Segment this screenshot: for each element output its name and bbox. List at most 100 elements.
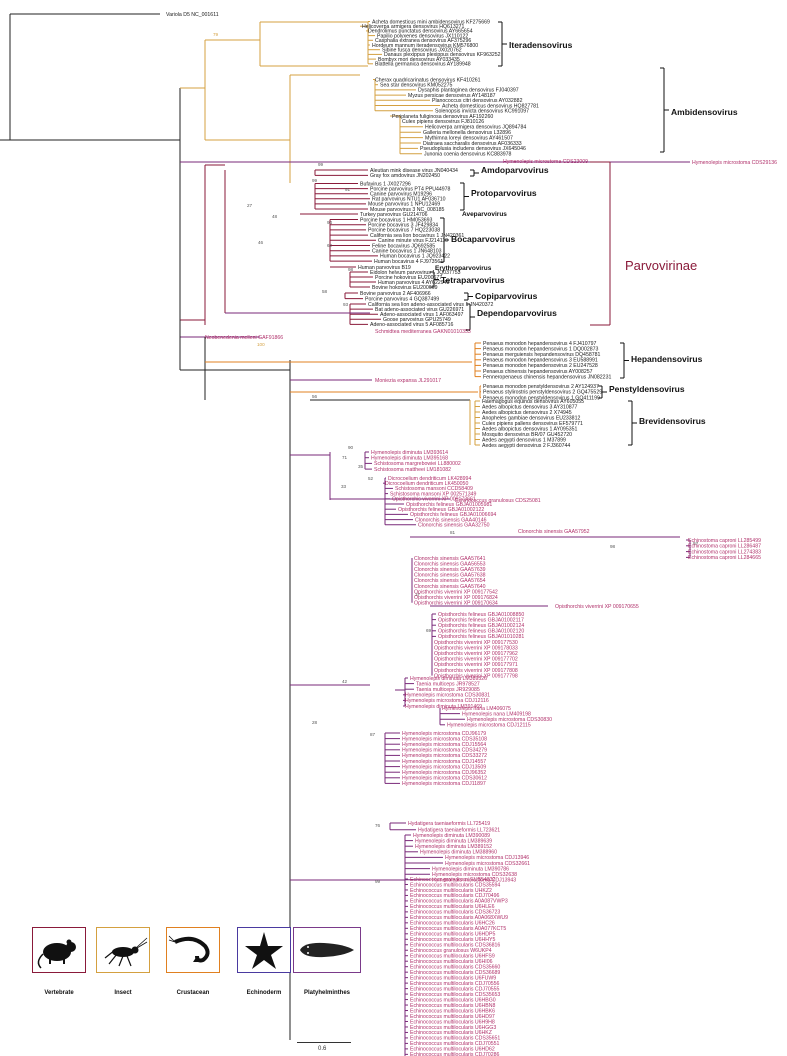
leaf-label: Hymenolepis microstoma CDS33272 (402, 753, 487, 759)
leaf-label: Penaeus monodon hepandensovirus 2 EU2475… (483, 363, 598, 369)
leaf-label: Penaeus monodon penstyldensovirus 2 AY12… (483, 384, 599, 390)
leaf-label: Canine bocavirus 1 JN648103 (372, 249, 442, 255)
leaf-label: Clonorchis sinensis GAA57640 (414, 584, 486, 590)
leaf-label: Sibine fusca densovirus JX020762 (382, 48, 462, 54)
leaf-label: Opisthorchis felineus GBJA01002124 (438, 623, 524, 629)
leaf-label: Echinococcus multilocularis CDS36689 (410, 970, 500, 976)
legend-label-echinoderm: Echinoderm (246, 990, 282, 996)
leaf-label: Dicrocoelium dendriticum LK450050 (385, 481, 468, 487)
leaf-label: Hymenolepis diminuta LM390786 (432, 866, 509, 872)
leaf-label: Opisthorchis felineus GBJA01006694 (410, 512, 496, 518)
rat-icon (37, 939, 76, 969)
leaf-label: Clonorchis sinensis GAA57641 (414, 556, 486, 562)
leaf-label: Hymenolepis microstoma CDS30830 (467, 717, 552, 723)
leaf-label: Gray fox amdovirus JN202450 (370, 173, 440, 179)
leaf-label: Echinococcus multilocularis U6HHY5 (410, 937, 495, 943)
leaf-label: Opisthorchis viverrini XP 009176824 (414, 595, 498, 601)
legend-label-insect: Insect (114, 990, 132, 996)
leaf-label: Opisthorchis felineus GBJA01002120 (438, 629, 524, 635)
leaf-label: Hymenolepis diminuta LM393614 (371, 450, 448, 456)
iteradensovirus-label: Iteradensovirus (509, 40, 573, 50)
bootstrap-label: 27 (247, 203, 253, 208)
hepandensovirus-label: Hepandensovirus (631, 354, 703, 364)
leaf-label: Schmidtea mediterranea GAKN01010353 (375, 329, 471, 335)
leaf-label: Hymenolepis microstoma CDS32638 (432, 872, 517, 878)
leaf-label: Echinococcus multilocularis U6HBN8 (410, 1003, 495, 1009)
leaf-label: Echinococcus multilocularis U6HLE6 (410, 904, 495, 910)
leaf-label: Hymenolepis diminuta LM389152 (415, 844, 492, 850)
leaf-label: Echinococcus multilocularis CDS36723 (410, 910, 500, 916)
leaf-label: Adeno-associated virus 1 AF063497 (380, 312, 463, 318)
leaf-label: Opisthorchis viverrini XP 009173661 (392, 497, 476, 503)
leaf-label: Pseudoplusia includens densovirus JX6450… (420, 146, 526, 152)
leaf-label: Echinococcus multilocularis U6HD62 (410, 1047, 495, 1053)
leaf-label: Echinococcus multilocularis U6H9H8 (410, 1019, 495, 1025)
leaf-label: Anopheles gambiae densovirus EU233812 (482, 415, 580, 421)
erythroparvovirus-label: Erythroparvovirus (435, 265, 492, 272)
bootstrap-label: 81 (450, 530, 456, 535)
leaf-label: Opisthorchis viverrini XP 009170655 (555, 604, 639, 610)
leaf-label: Acheta domesticus densovirus HQ827781 (442, 103, 539, 109)
leaf-label: Hymenolepis nana LM406075 (442, 706, 511, 712)
leaf-label: Penaeus monodon penstyldensovirus 1 GQ41… (483, 395, 600, 401)
leaf-label: Clonorchis sinensis GAA57952 (518, 529, 590, 535)
leaf-label: Penaeus chinensis hepandensovirus AY0082… (483, 369, 593, 375)
leaf-label: Hymenolepis microstoma CDS23009 (503, 159, 588, 165)
bootstrap-label: 99 (375, 879, 381, 884)
leaf-label: Schistosoma margrebowiei LL880002 (374, 461, 461, 467)
leaf-label: Hymenolepis microstoma CDJ13943 (432, 878, 516, 884)
leaf-label: Myzus persicae densovirus AY148187 (408, 93, 496, 99)
bootstrap-label: 87 (370, 732, 376, 737)
bootstrap-label: 99 (318, 162, 324, 167)
leaf-label: Hymenolepis microstoma CDJ12115 (447, 723, 531, 729)
leaf-label: Echinococcus multilocularis CDJ70555 (410, 986, 499, 992)
leaf-label: Canine parvovirus M19296 (370, 192, 432, 198)
leaf-label: Echinococcus multilocularis U6HD97 (410, 1014, 495, 1020)
leaf-label: Penaeus monodon hepandensovirus 3 EU5889… (483, 358, 598, 364)
leaf-label: Echinococcus multilocularis UHKZ2 (410, 888, 492, 894)
leaf-label: Opisthorchis viverrini XP 009177971 (434, 662, 518, 668)
leaf-label: Porcine parvovirus 4 GQ387499 (365, 296, 439, 302)
penstyldensovirus-label: Penstyldensovirus (609, 384, 685, 394)
leaf-label: Hymenolepis microstoma CDS32661 (445, 861, 530, 867)
leaf-label: Hymenolepis microstoma CDS35108 (402, 736, 487, 742)
leaf-label: Aedes aegypti densovirus 1 M37899 (482, 437, 566, 443)
leaf-label: Dendrolimus punctatus densovirus AY66565… (368, 29, 473, 35)
bootstrap-label: 58 (322, 289, 328, 294)
legend-crustacean (166, 927, 220, 973)
leaf-label: Penaeus stylirostris penstyldensovirus 2… (483, 390, 602, 396)
leaf-label: Variola D5 NC_001611 (166, 12, 219, 18)
leaf-label: Echinococcus multilocularis U6HBG0 (410, 997, 496, 1003)
leaf-label: Echinococcus multilocularis CDS35653 (410, 992, 500, 998)
leaf-label: Hydatigera taeniaeformis LL725419 (408, 821, 490, 827)
legend-echinoderm (237, 927, 291, 973)
leaf-label: Echinococcus multilocularis A0A068XWU9 (410, 915, 508, 921)
leaf-label: Human bocavirus 4 FJ973561 (374, 259, 443, 265)
leaf-label: Galleria mellonella densovirus L32896 (423, 130, 511, 136)
bootstrap-label: 91 (345, 187, 351, 192)
leaf-label: Bovine parvovirus 2 AF406966 (360, 291, 431, 297)
leaf-label: Hymenolepis microstoma CDS30831 (405, 693, 490, 699)
leaf-label: Opisthorchis viverrini XP 009177530 (434, 640, 518, 646)
leaf-label: Turkey parvovirus GU214706 (360, 212, 428, 218)
leaf-label: Canine minute virus FJ214110 (378, 238, 448, 244)
leaf-label: Echinococcus multilocularis CDJ70286 (410, 1052, 499, 1056)
leaf-label: Opisthorchis viverrini XP 009177808 (434, 668, 518, 674)
protoparvovirus-label: Protoparvovirus (471, 188, 537, 198)
leaf-label: Aedes albopictus densovirus 1 AY095351 (482, 426, 577, 432)
leaf-label: Opisthorchis felineus GBJA01002122 (398, 507, 484, 513)
tetraparvovirus-label: Tetraparvovirus (441, 275, 505, 285)
leaf-label: Feline bocavirus JQ692585 (372, 243, 435, 249)
leaf-label: Hymenolepis diminuta LM390089 (413, 833, 490, 839)
leaf-label: Hymenolepis microstoma CDS34279 (402, 748, 487, 754)
leaf-label: Opisthorchis felineus GBJA01010281 (438, 634, 524, 640)
leaf-label: Hymenolepis microstoma CDJ13946 (445, 855, 529, 861)
leaf-label: Echinostoma caproni LL274383 (688, 549, 761, 555)
bootstrap-label: 37 (415, 592, 421, 597)
leaf-label: Hymenolepis microstoma CDJ12116 (405, 698, 489, 704)
leaf-label: Clonorchis sinensis GAA32750 (418, 523, 490, 529)
leaf-label: Acheta domesticus mini ambidensovirus KF… (372, 19, 490, 25)
leaf-label: Echinococcus multilocularis U6HKZ (410, 1030, 492, 1036)
leaf-label: Aedes albopictus densovirus 2 X74945 (482, 410, 572, 416)
